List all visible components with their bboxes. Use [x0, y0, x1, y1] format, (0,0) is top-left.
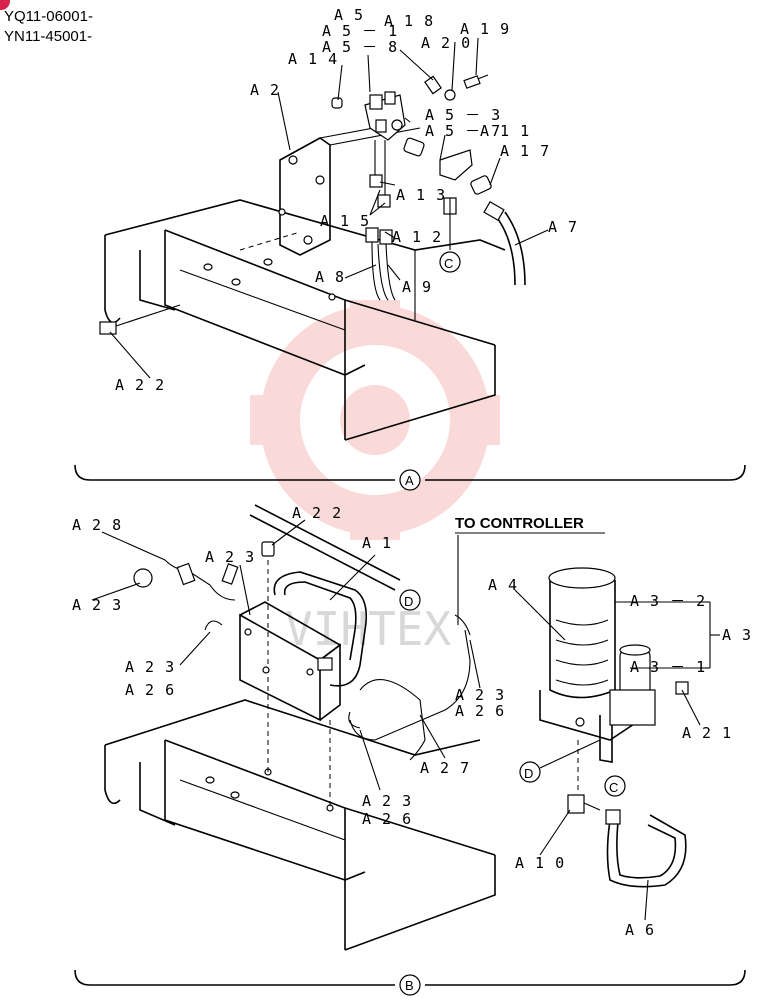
svg-text:A: A — [405, 473, 414, 488]
svg-text:D: D — [404, 594, 413, 609]
label-a14: A 1 4 — [288, 50, 338, 68]
label-a5-1: A 5 － 1 — [322, 22, 398, 40]
frame-rail-top — [104, 199, 506, 441]
label-a26-left: A 2 6 — [125, 681, 175, 699]
label-a17: A 1 7 — [500, 142, 550, 160]
section-a-marker: A — [399, 469, 421, 491]
label-a4: A 4 — [488, 576, 518, 594]
label-a5-7: A 5 － 7 — [425, 122, 501, 140]
label-a23-left: A 2 3 — [125, 658, 175, 676]
label-a15: A 1 5 — [320, 212, 370, 230]
part-labels: A 5 A 5 － 1 A 5 － 8 A 1 8 A 2 0 A 1 9 A … — [72, 6, 752, 939]
label-a3-1: A 3 － 1 — [630, 658, 706, 676]
label-a11: A 1 1 — [480, 122, 530, 140]
section-b-brace — [74, 969, 746, 986]
label-a21: A 2 1 — [682, 724, 732, 742]
label-a23-bottom: A 2 3 — [362, 792, 412, 810]
label-a26-bottom: A 2 6 — [362, 810, 412, 828]
label-a3-2: A 3 － 2 — [630, 592, 706, 610]
label-a8: A 8 — [315, 268, 345, 286]
section-a-brace — [74, 464, 746, 481]
serial-range-1: YQ11-06001- — [4, 8, 93, 25]
label-a22-bottom: A 2 2 — [292, 504, 342, 522]
label-a5: A 5 — [334, 6, 364, 24]
label-a26-right: A 2 6 — [455, 702, 505, 720]
label-a12: A 1 2 — [392, 228, 442, 246]
svg-text:D: D — [524, 766, 533, 781]
label-a9: A 9 — [402, 278, 432, 296]
callout-c-bottom: C — [604, 775, 626, 797]
label-a23-harness: A 2 3 — [72, 596, 122, 614]
callout-d-controller: D — [399, 589, 421, 611]
callout-c-top: C — [439, 251, 461, 273]
note-to-controller: TO CONTROLLER — [455, 515, 584, 532]
label-a28: A 2 8 — [72, 516, 122, 534]
frame-rail-bottom — [104, 560, 496, 951]
label-a18: A 1 8 — [384, 12, 434, 30]
label-a10: A 1 0 — [515, 854, 565, 872]
label-a5-3: A 5 － 3 — [425, 106, 501, 124]
bracket-plate-a2 — [239, 124, 421, 256]
section-a-leaders — [109, 37, 549, 379]
distribution-block-a5 — [99, 54, 526, 335]
watermark-logo-icon — [250, 300, 500, 540]
svg-text:C: C — [609, 780, 618, 795]
label-a1: A 1 — [362, 534, 392, 552]
lube-pump-a4 — [539, 567, 689, 888]
corner-badge-icon — [0, 0, 10, 10]
serial-range-2: YN11-45001- — [4, 28, 93, 45]
label-a5-8: A 5 － 8 — [322, 38, 398, 56]
label-a23-controller: A 2 3 — [205, 548, 255, 566]
callout-d-pump: D — [519, 739, 601, 783]
label-a13: A 1 3 — [396, 186, 446, 204]
label-a22-top: A 2 2 — [115, 376, 165, 394]
label-a23-right: A 2 3 — [455, 686, 505, 704]
label-a2: A 2 — [250, 81, 280, 99]
label-a3: A 3 — [722, 626, 752, 644]
section-b-leaders — [91, 519, 720, 921]
controller-box-a1 — [133, 504, 471, 761]
svg-text:B: B — [405, 978, 414, 993]
section-b-marker: B — [399, 974, 421, 996]
label-a20: A 2 0 — [421, 34, 471, 52]
label-a7: A 7 — [548, 218, 578, 236]
label-a6: A 6 — [625, 921, 655, 939]
svg-text:C: C — [444, 256, 453, 271]
watermark-text: VIHTEX — [285, 602, 451, 656]
label-a19: A 1 9 — [460, 20, 510, 38]
label-a27: A 2 7 — [420, 759, 470, 777]
